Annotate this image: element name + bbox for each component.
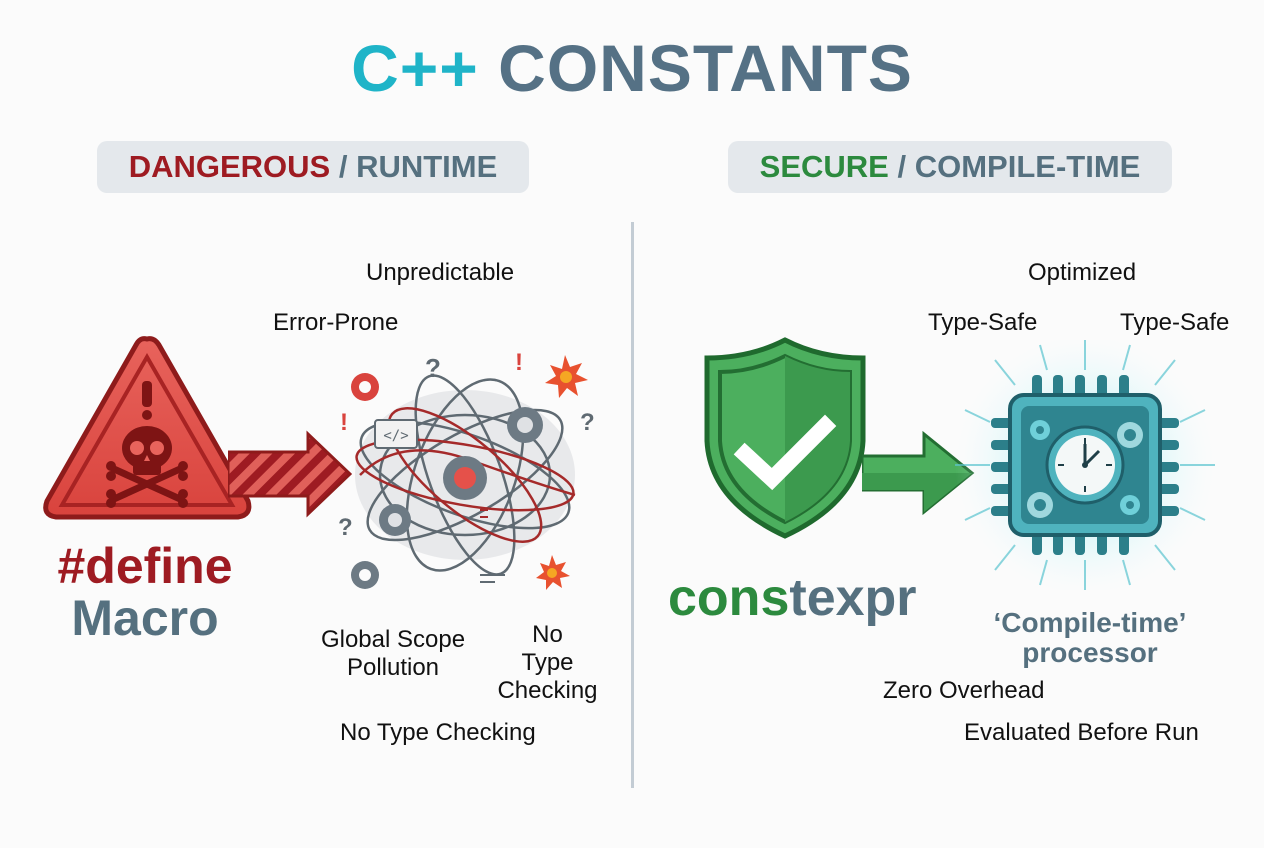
- define-keyword: #define: [57, 538, 233, 594]
- page-title: C++ CONSTANTS: [0, 28, 1264, 108]
- striped-red-arrow-icon: [228, 430, 352, 520]
- label-no-type-checking-stacked: No Type Checking: [497, 621, 598, 704]
- green-arrow-icon: [862, 430, 977, 516]
- header-compile-time: COMPILE-TIME: [914, 149, 1141, 184]
- label-error-prone: Error-Prone: [273, 309, 399, 336]
- title-main: CONSTANTS: [498, 31, 913, 105]
- svg-text:?: ?: [338, 514, 353, 541]
- label-evaluated-before-run: Evaluated Before Run: [964, 719, 1199, 746]
- svg-text:!: !: [340, 409, 348, 436]
- header-dangerous: DANGEROUS: [128, 149, 331, 184]
- title-prefix: C++: [351, 31, 479, 105]
- svg-text:!: !: [515, 349, 523, 376]
- left-panel-header: DANGEROUS / RUNTIME: [97, 141, 529, 193]
- header-secure: SECURE: [759, 149, 889, 184]
- right-panel-header: SECURE / COMPILE-TIME: [728, 141, 1172, 193]
- constexpr-keyword: constexpr: [668, 568, 917, 628]
- header-separator: /: [888, 149, 915, 184]
- svg-text:?: ?: [580, 409, 595, 436]
- constexpr-part1: cons: [668, 569, 790, 627]
- label-no-type-checking: No Type Checking: [340, 719, 536, 746]
- warning-skull-icon: [40, 333, 255, 523]
- label-unpredictable: Unpredictable: [366, 259, 515, 286]
- shield-check-icon: [700, 336, 870, 541]
- processor-caption: ‘Compile-time’ processor: [993, 607, 1187, 668]
- label-type-safe-2: Type-Safe: [1120, 309, 1230, 336]
- label-type-safe-1: Type-Safe: [928, 309, 1038, 336]
- constexpr-part2: texpr: [789, 569, 917, 627]
- compile-time-processor-icon: [935, 340, 1235, 590]
- svg-text:?: ?: [425, 353, 441, 383]
- label-optimized: Optimized: [1028, 259, 1137, 286]
- label-global-scope-pollution: Global Scope Pollution: [320, 626, 466, 681]
- panel-divider: [631, 222, 634, 788]
- header-separator: /: [330, 149, 357, 184]
- header-runtime: RUNTIME: [356, 149, 498, 184]
- define-macro-keyword: #define Macro: [40, 540, 250, 644]
- label-zero-overhead: Zero Overhead: [883, 677, 1045, 704]
- tangled-orbits-icon: </> ? ? ? ! !: [330, 345, 600, 595]
- macro-keyword: Macro: [71, 590, 219, 646]
- svg-text:</>: </>: [383, 428, 408, 444]
